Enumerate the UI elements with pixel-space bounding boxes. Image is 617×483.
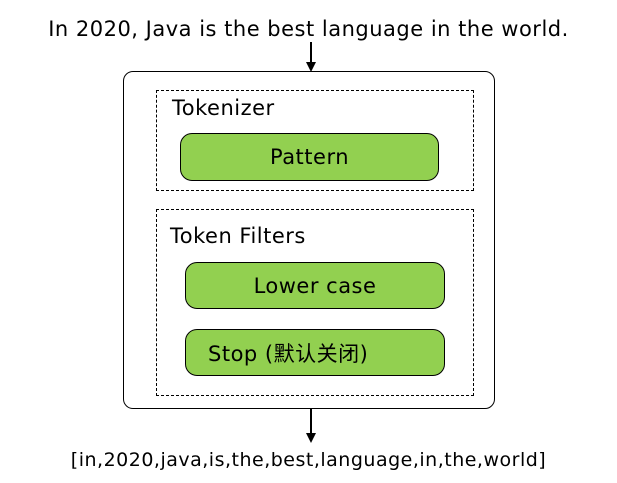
output-arrow-line: [310, 409, 312, 433]
input-arrow-head: [305, 62, 316, 72]
token-filters-group: [156, 209, 474, 396]
output-tokens: [in,2020,java,is,the,best,language,in,th…: [70, 449, 547, 471]
tokenizer-title: Tokenizer: [172, 96, 275, 120]
input-arrow-line: [310, 42, 312, 62]
tokenizer-group: [156, 90, 474, 191]
token-filters-title: Token Filters: [170, 224, 306, 248]
output-arrow-head: [305, 433, 316, 443]
stop-filter-node: Stop (默认关闭): [185, 329, 445, 376]
lowercase-filter-node: Lower case: [185, 262, 445, 309]
analyzer-box: [123, 71, 495, 409]
input-sentence: In 2020, Java is the best language in th…: [48, 17, 569, 41]
pattern-tokenizer-node: Pattern: [180, 133, 439, 181]
